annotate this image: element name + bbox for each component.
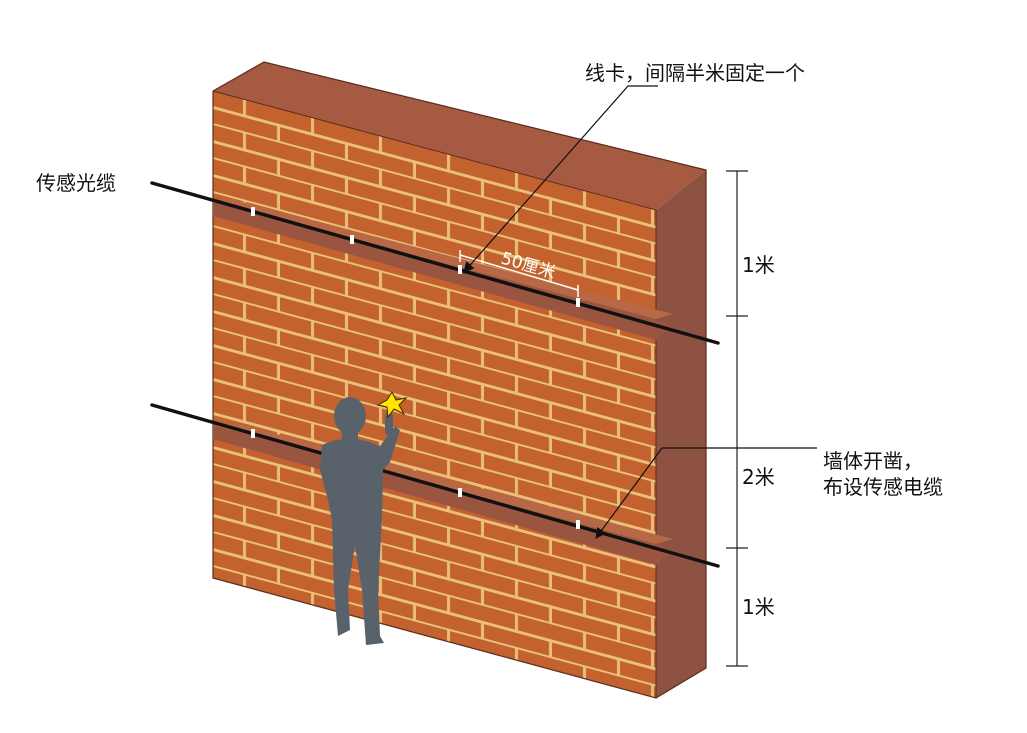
dim-bottom-label: 1米 [742, 595, 775, 619]
upper-sensing-cable [150, 181, 720, 345]
cable-clip [350, 235, 354, 244]
wall-side-face [656, 170, 706, 698]
cable-clip [576, 520, 580, 529]
person-silhouette [320, 397, 400, 645]
upper-groove [213, 200, 673, 340]
dim-top-label: 1米 [742, 253, 775, 277]
clip-note-label: 线卡，间隔半米固定一个 [585, 61, 805, 85]
groove-label-line2: 布设传感电缆 [823, 475, 943, 499]
fiber-cable-label: 传感光缆 [36, 171, 116, 195]
groove-leader-line [595, 447, 817, 539]
upper-cable-clips [251, 207, 580, 307]
cable-clip [458, 488, 462, 497]
brick-wall [212, 61, 707, 699]
wall-top-face [213, 62, 706, 210]
cable-clip [251, 207, 255, 216]
cable-clip [251, 429, 255, 438]
cable-clip [576, 298, 580, 307]
dim-mid-label: 2米 [742, 465, 775, 489]
clip-leader-line [463, 85, 658, 273]
cable-clip [458, 265, 462, 274]
lower-cable-clips [251, 429, 580, 529]
height-dimension [726, 170, 748, 667]
clip-spacing-dimension [459, 250, 579, 297]
impact-spark-icon [376, 390, 408, 419]
lower-sensing-cable [150, 403, 720, 568]
groove-label-line1: 墙体开凿， [823, 449, 923, 473]
